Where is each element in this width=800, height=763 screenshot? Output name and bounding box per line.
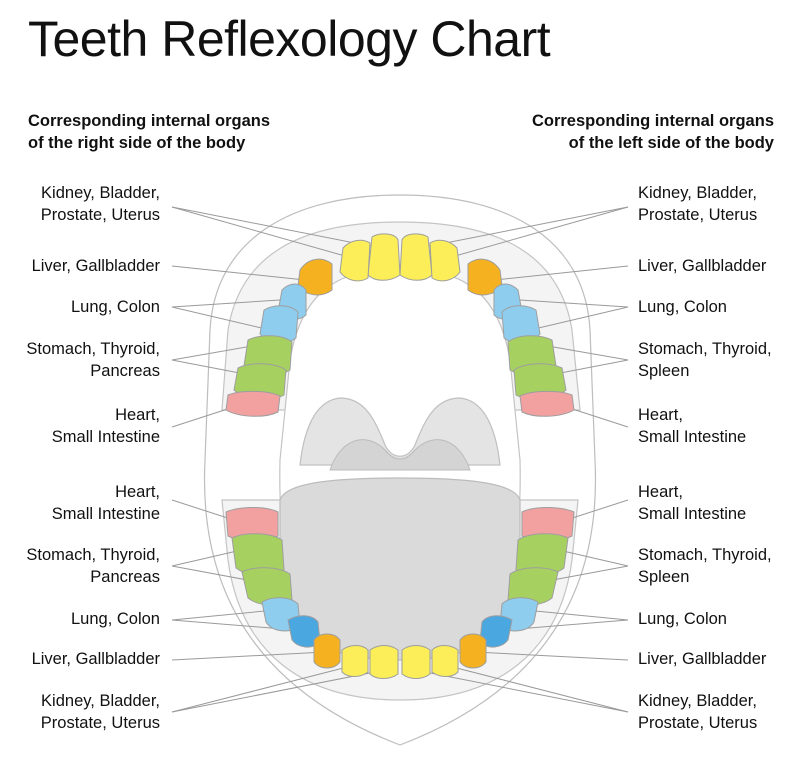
label-line: Spleen	[638, 568, 690, 586]
page-title: Teeth Reflexology Chart	[28, 11, 551, 67]
label-line: Prostate, Uterus	[40, 714, 160, 732]
label-left-kidney-lower: Kidney, Bladder, Prostate, Uterus	[41, 690, 160, 734]
label-line: Kidney, Bladder,	[638, 184, 757, 202]
label-line: Lung, Colon	[638, 610, 727, 628]
header-line: Corresponding internal organs	[531, 112, 774, 130]
header-line: of the left side of the body	[568, 134, 774, 152]
label-line: Heart,	[638, 483, 683, 501]
label-line: Liver, Gallbladder	[638, 257, 767, 275]
label-line: Heart,	[115, 483, 160, 501]
label-right-heart-lower: Heart, Small Intestine	[638, 481, 746, 525]
header-left-side-organs: Corresponding internal organs of the lef…	[532, 110, 774, 154]
label-line: Lung, Colon	[638, 298, 727, 316]
label-line: Stomach, Thyroid,	[638, 546, 772, 564]
label-left-liver-upper: Liver, Gallbladder	[32, 255, 160, 277]
label-line: Liver, Gallbladder	[31, 257, 160, 275]
label-line: Lung, Colon	[71, 610, 160, 628]
tooth-lower-canine	[313, 633, 341, 669]
label-line: Prostate, Uterus	[638, 714, 758, 732]
label-line: Small Intestine	[638, 428, 747, 446]
label-line: Kidney, Bladder,	[41, 692, 160, 710]
label-line: Small Intestine	[51, 428, 160, 446]
label-line: Small Intestine	[638, 505, 747, 523]
label-right-lung-lower: Lung, Colon	[638, 608, 727, 630]
label-line: Spleen	[638, 362, 690, 380]
label-line: Liver, Gallbladder	[638, 650, 767, 668]
label-line: Heart,	[115, 406, 160, 424]
header-line: of the right side of the body	[28, 134, 246, 152]
label-right-heart-upper: Heart, Small Intestine	[638, 404, 746, 448]
tooth-upper-wisdom	[519, 390, 575, 417]
label-line: Stomach, Thyroid,	[26, 340, 160, 358]
label-right-stomach-lower: Stomach, Thyroid, Spleen	[638, 544, 772, 588]
label-right-stomach-upper: Stomach, Thyroid, Spleen	[638, 338, 772, 382]
tooth-lower-incisor	[431, 645, 459, 677]
tooth-lower-incisor	[341, 645, 369, 677]
label-left-kidney-upper: Kidney, Bladder, Prostate, Uterus	[41, 182, 160, 226]
label-left-stomach-upper: Stomach, Thyroid, Pancreas	[26, 338, 160, 382]
tooth-lower-incisor	[369, 645, 399, 679]
label-line: Heart,	[638, 406, 683, 424]
tooth-upper-incisor	[399, 233, 433, 281]
tooth-upper-wisdom	[225, 390, 281, 417]
label-right-kidney-lower: Kidney, Bladder, Prostate, Uterus	[638, 690, 757, 734]
label-right-lung-upper: Lung, Colon	[638, 296, 727, 318]
label-left-lung-lower: Lung, Colon	[71, 608, 160, 630]
leader-lines	[171, 206, 629, 713]
label-line: Kidney, Bladder,	[638, 692, 757, 710]
label-left-heart-lower: Heart, Small Intestine	[52, 481, 160, 525]
label-line: Small Intestine	[51, 505, 160, 523]
label-left-lung-upper: Lung, Colon	[71, 296, 160, 318]
tooth-lower-canine	[459, 633, 487, 669]
header-right-side-organs: Corresponding internal organs of the rig…	[28, 110, 270, 154]
label-line: Pancreas	[90, 362, 160, 380]
label-line: Prostate, Uterus	[40, 206, 160, 224]
label-line: Stomach, Thyroid,	[638, 340, 772, 358]
label-line: Stomach, Thyroid,	[26, 546, 160, 564]
header-line: Corresponding internal organs	[28, 112, 271, 130]
label-line: Pancreas	[90, 568, 160, 586]
label-line: Kidney, Bladder,	[41, 184, 160, 202]
tooth-upper-incisor	[339, 239, 371, 282]
label-left-heart-upper: Heart, Small Intestine	[52, 404, 160, 448]
label-line: Lung, Colon	[71, 298, 160, 316]
tooth-upper-incisor	[367, 233, 401, 281]
tooth-upper-incisor	[429, 239, 461, 282]
label-left-liver-lower: Liver, Gallbladder	[32, 648, 160, 670]
label-right-liver-lower: Liver, Gallbladder	[638, 648, 766, 670]
label-right-kidney-upper: Kidney, Bladder, Prostate, Uterus	[638, 182, 757, 226]
label-left-stomach-lower: Stomach, Thyroid, Pancreas	[26, 544, 160, 588]
lower-teeth	[225, 507, 575, 679]
label-line: Liver, Gallbladder	[31, 650, 160, 668]
label-right-liver-upper: Liver, Gallbladder	[638, 255, 766, 277]
tooth-lower-incisor	[401, 645, 431, 679]
label-line: Prostate, Uterus	[638, 206, 758, 224]
upper-teeth	[225, 233, 575, 417]
throat	[329, 439, 471, 471]
